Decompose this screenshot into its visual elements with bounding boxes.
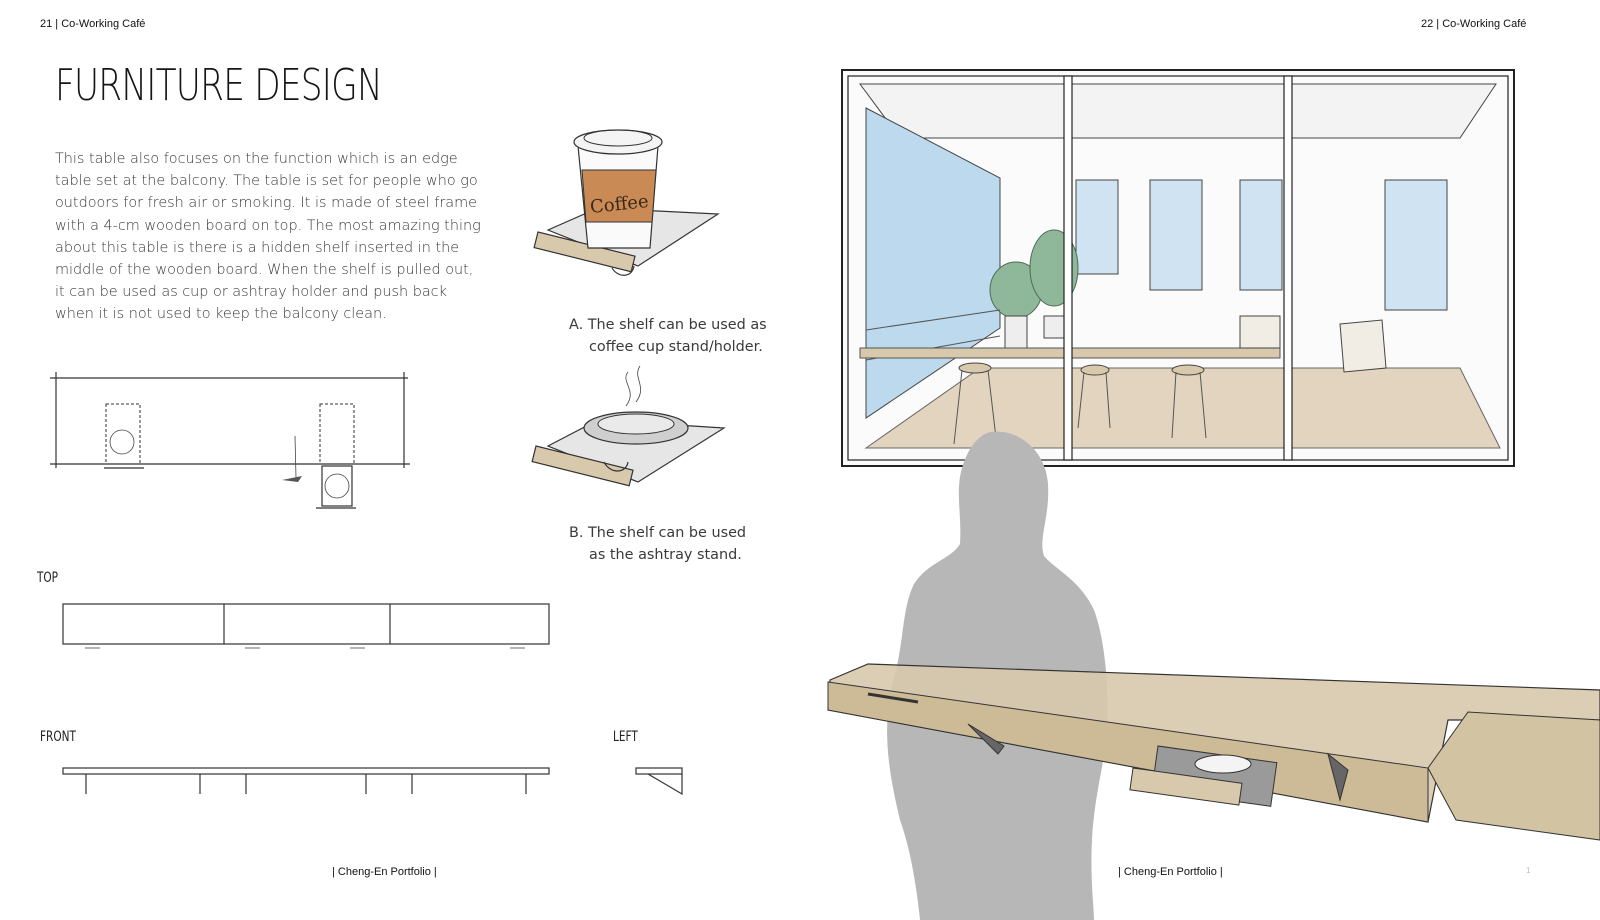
edge-table-closeup bbox=[827, 663, 1600, 841]
coffee-holder-sketch bbox=[533, 129, 720, 276]
top-view-drawing bbox=[62, 603, 550, 649]
description-paragraph: This table also focuses on the function … bbox=[55, 151, 481, 323]
page-mark: 1 bbox=[1526, 866, 1531, 875]
caption-b-line1: B. The shelf can be used bbox=[569, 525, 747, 541]
front-view-drawing bbox=[62, 767, 550, 794]
page-footer: | Cheng-En Portfolio | bbox=[1118, 866, 1223, 878]
table-plan-sketch bbox=[50, 372, 410, 509]
caption-a-line2: coffee cup stand/holder. bbox=[589, 339, 763, 356]
page-header: 21 | Co-Working Café bbox=[40, 18, 146, 30]
page-header: 22 | Co-Working Café bbox=[1421, 18, 1527, 30]
view-label-front: FRONT bbox=[40, 729, 76, 745]
caption-a: A. The shelf can be used as coffee cup s… bbox=[569, 314, 767, 359]
page-title: FURNITURE DESIGN bbox=[55, 60, 383, 111]
page-footer: | Cheng-En Portfolio | bbox=[332, 866, 437, 878]
view-label-top: TOP bbox=[37, 570, 59, 586]
right-page: 22 | Co-Working Café bbox=[800, 0, 1600, 920]
left-page: 21 | Co-Working Café FURNITURE DESIGN Th… bbox=[37, 18, 767, 878]
balcony-interior-rendering bbox=[841, 69, 1515, 467]
ashtray-holder-sketch bbox=[531, 365, 726, 487]
view-label-left: LEFT bbox=[613, 729, 638, 745]
caption-a-line1: A. The shelf can be used as bbox=[569, 317, 767, 333]
caption-b-line2: as the ashtray stand. bbox=[589, 547, 742, 564]
caption-b: B. The shelf can be used as the ashtray … bbox=[569, 522, 746, 567]
left-view-drawing bbox=[635, 767, 683, 796]
